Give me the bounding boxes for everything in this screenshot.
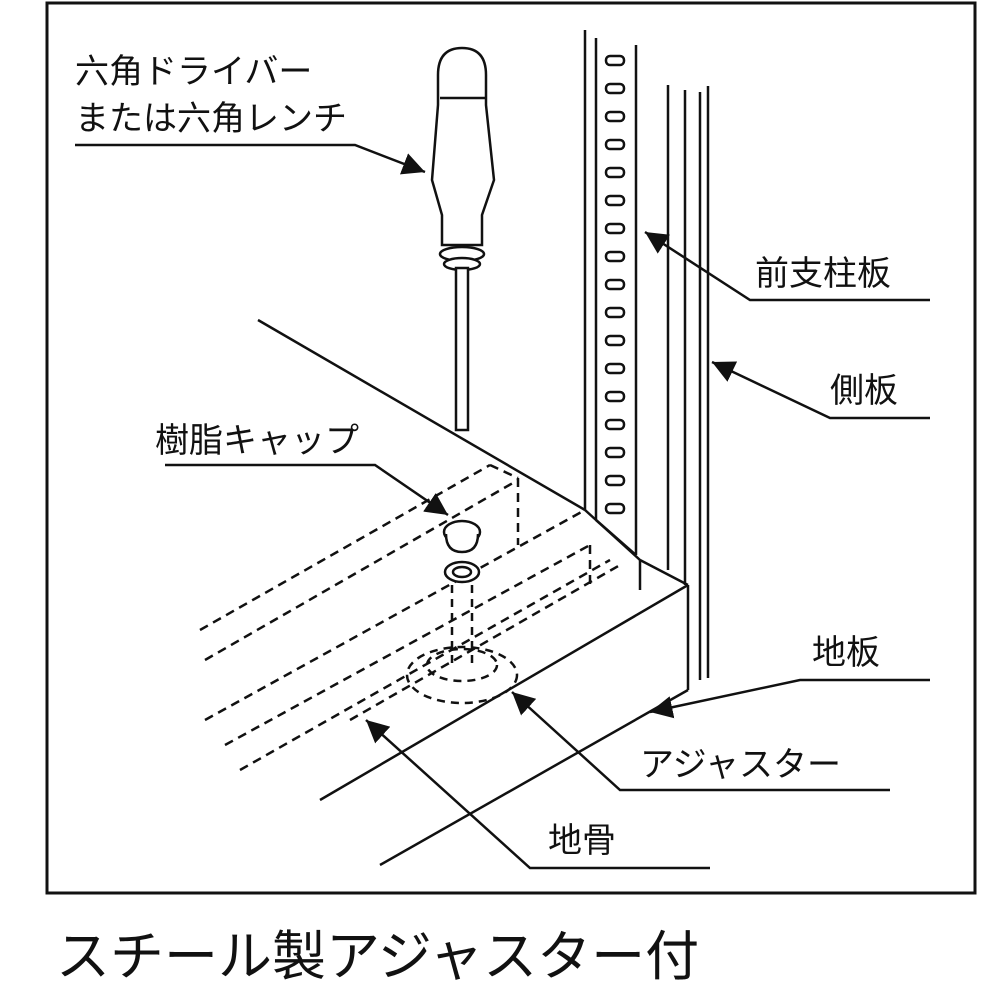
post-slots <box>604 54 626 515</box>
label-adjuster: アジャスター <box>640 745 841 785</box>
label-hex-tool-line1: 六角ドライバー <box>75 52 312 92</box>
label-floor-panel: 地板 <box>812 633 880 673</box>
front-post-panel <box>583 30 638 556</box>
hex-screwdriver <box>430 46 496 432</box>
side-panel <box>666 85 710 680</box>
resin-cap-part <box>442 519 482 584</box>
label-base-frame: 地骨 <box>548 821 616 861</box>
label-resin-cap: 樹脂キャップ <box>155 421 359 461</box>
cabinet-outline <box>257 318 690 867</box>
label-side-panel: 側板 <box>830 371 898 411</box>
caption: スチール製アジャスター付 <box>56 925 700 988</box>
adjuster-dashed <box>405 585 519 705</box>
diagram-frame <box>45 1 977 895</box>
base-frame-dashed <box>199 463 621 772</box>
label-hex-tool-line2: または六角レンチ <box>75 99 347 139</box>
leader-lines <box>75 143 930 870</box>
label-front-post: 前支柱板 <box>755 254 891 294</box>
